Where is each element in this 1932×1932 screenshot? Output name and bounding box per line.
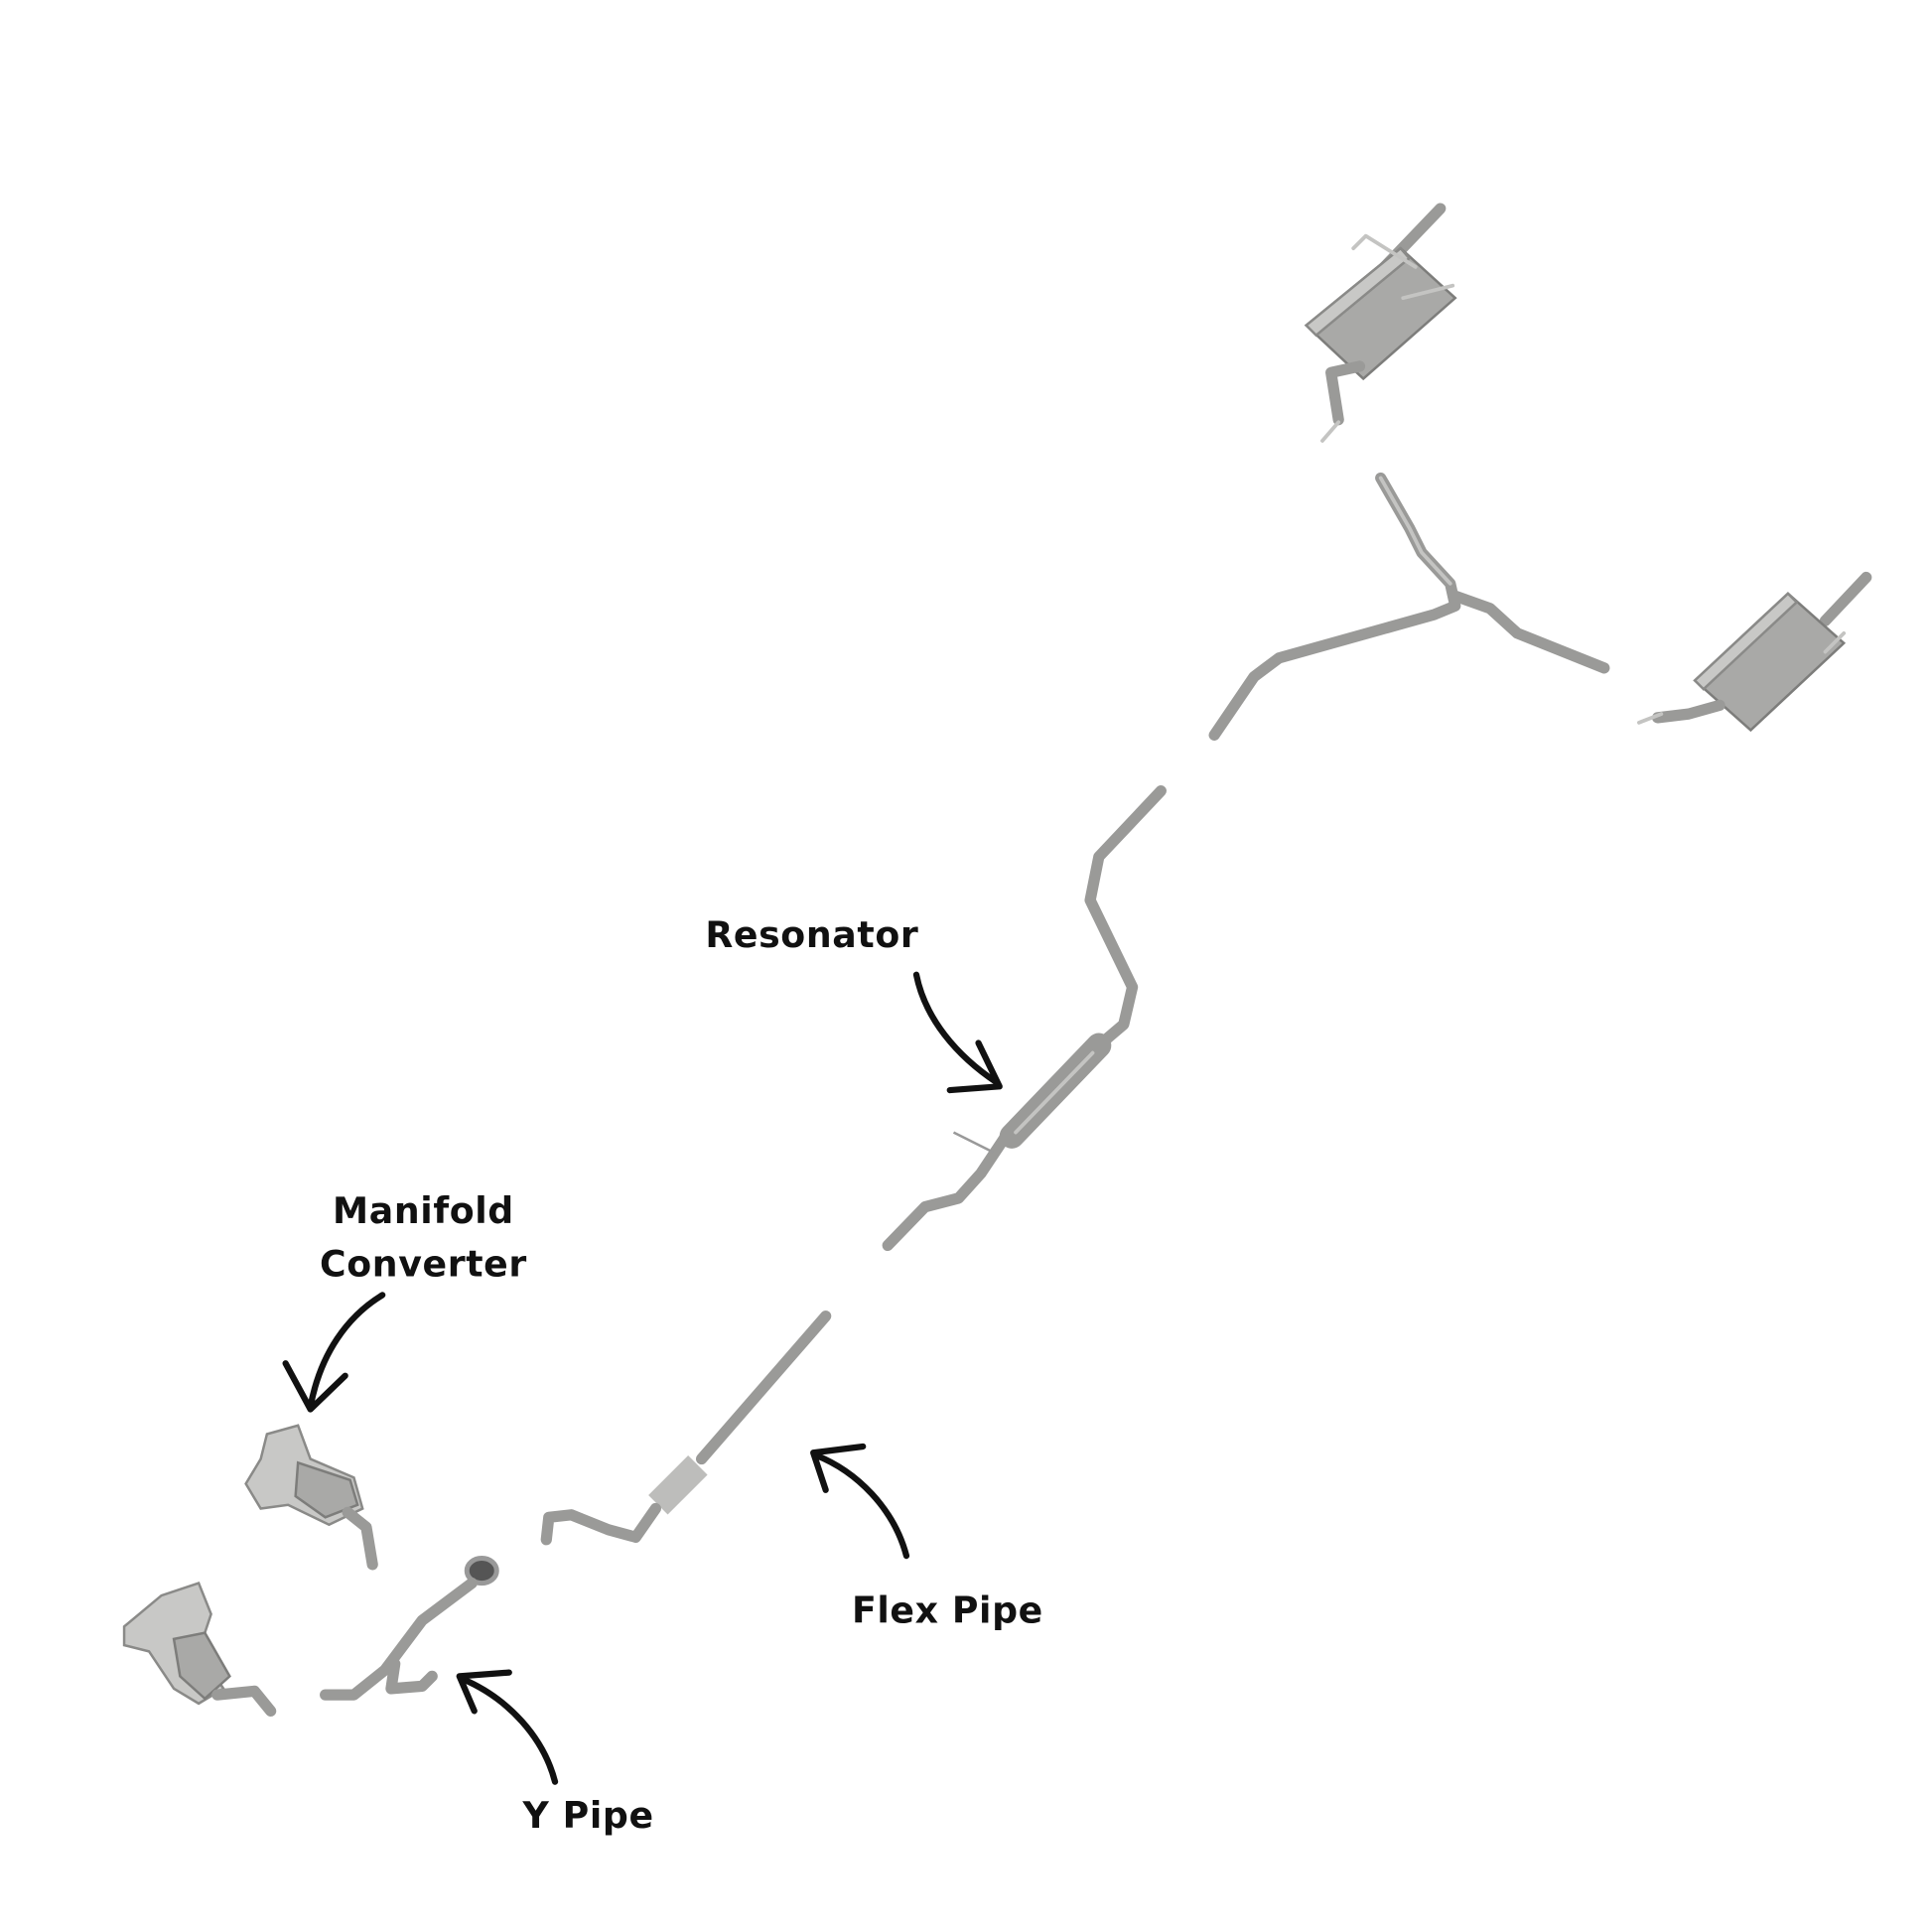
rear-muffler-left <box>1304 203 1457 443</box>
manifold-converter-part-2 <box>122 1582 277 1718</box>
flex-front-pipe <box>540 1311 832 1546</box>
manifold-converter-label-line2: Converter <box>320 1243 527 1286</box>
y-pipe-label: Y Pipe <box>522 1794 654 1837</box>
y-pipe-part <box>320 1556 499 1701</box>
rear-muffler-right <box>1636 571 1872 733</box>
manifold-converter-label-line1: Manifold <box>333 1189 514 1232</box>
flex-pipe-body <box>648 1455 708 1515</box>
resonator-pipe <box>882 785 1167 1252</box>
resonator-label: Resonator <box>705 913 918 956</box>
manifold-converter-arrow <box>282 1292 386 1413</box>
flex-pipe-arrow <box>810 1443 910 1560</box>
manifold-converter-part <box>244 1424 378 1571</box>
rear-y-section <box>1208 472 1610 742</box>
y-pipe-arrow <box>456 1669 559 1785</box>
flex-pipe-label: Flex Pipe <box>852 1589 1043 1632</box>
resonator-arrow <box>912 971 1003 1094</box>
